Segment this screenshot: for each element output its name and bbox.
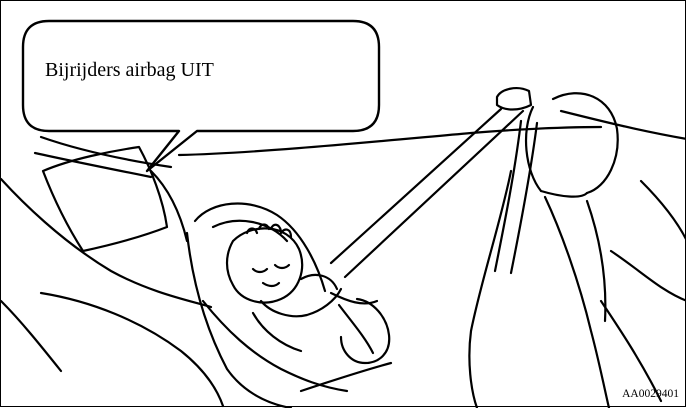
- child-seat-icon: [187, 204, 391, 408]
- dashboard-lines: [1, 111, 686, 406]
- airbag-status-label: Bijrijders airbag UIT: [45, 59, 214, 82]
- figure-code: AA0029401: [622, 388, 679, 400]
- baby-figure: [227, 225, 389, 364]
- seatbelt-icon: [331, 88, 537, 277]
